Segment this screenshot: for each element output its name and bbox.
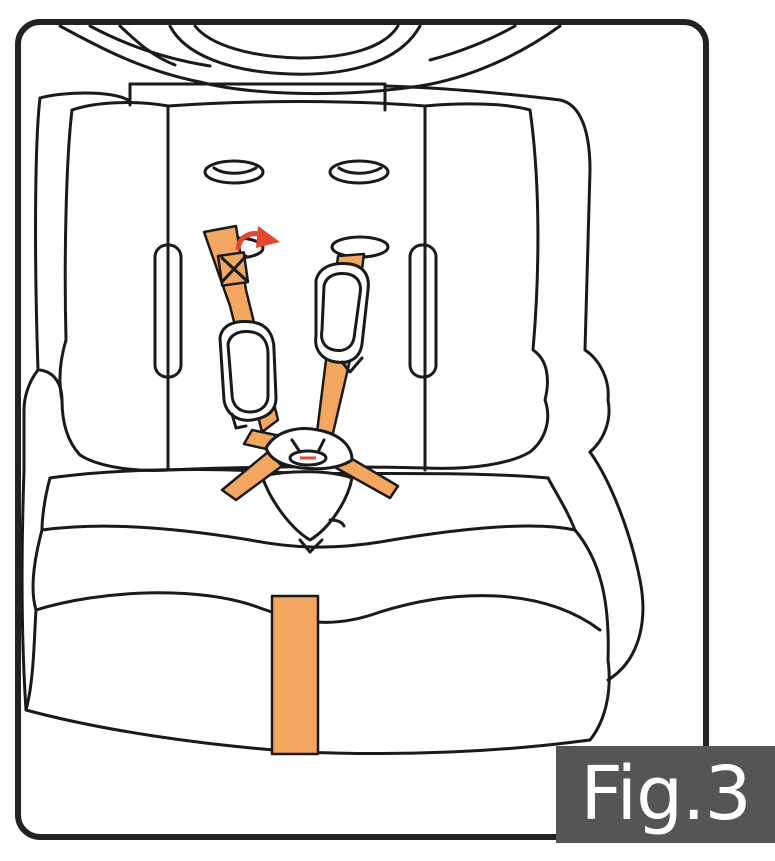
left-harness-pad [220,322,276,428]
figure-label: Fig.3 [556,746,775,843]
crotch-strap [272,596,318,754]
